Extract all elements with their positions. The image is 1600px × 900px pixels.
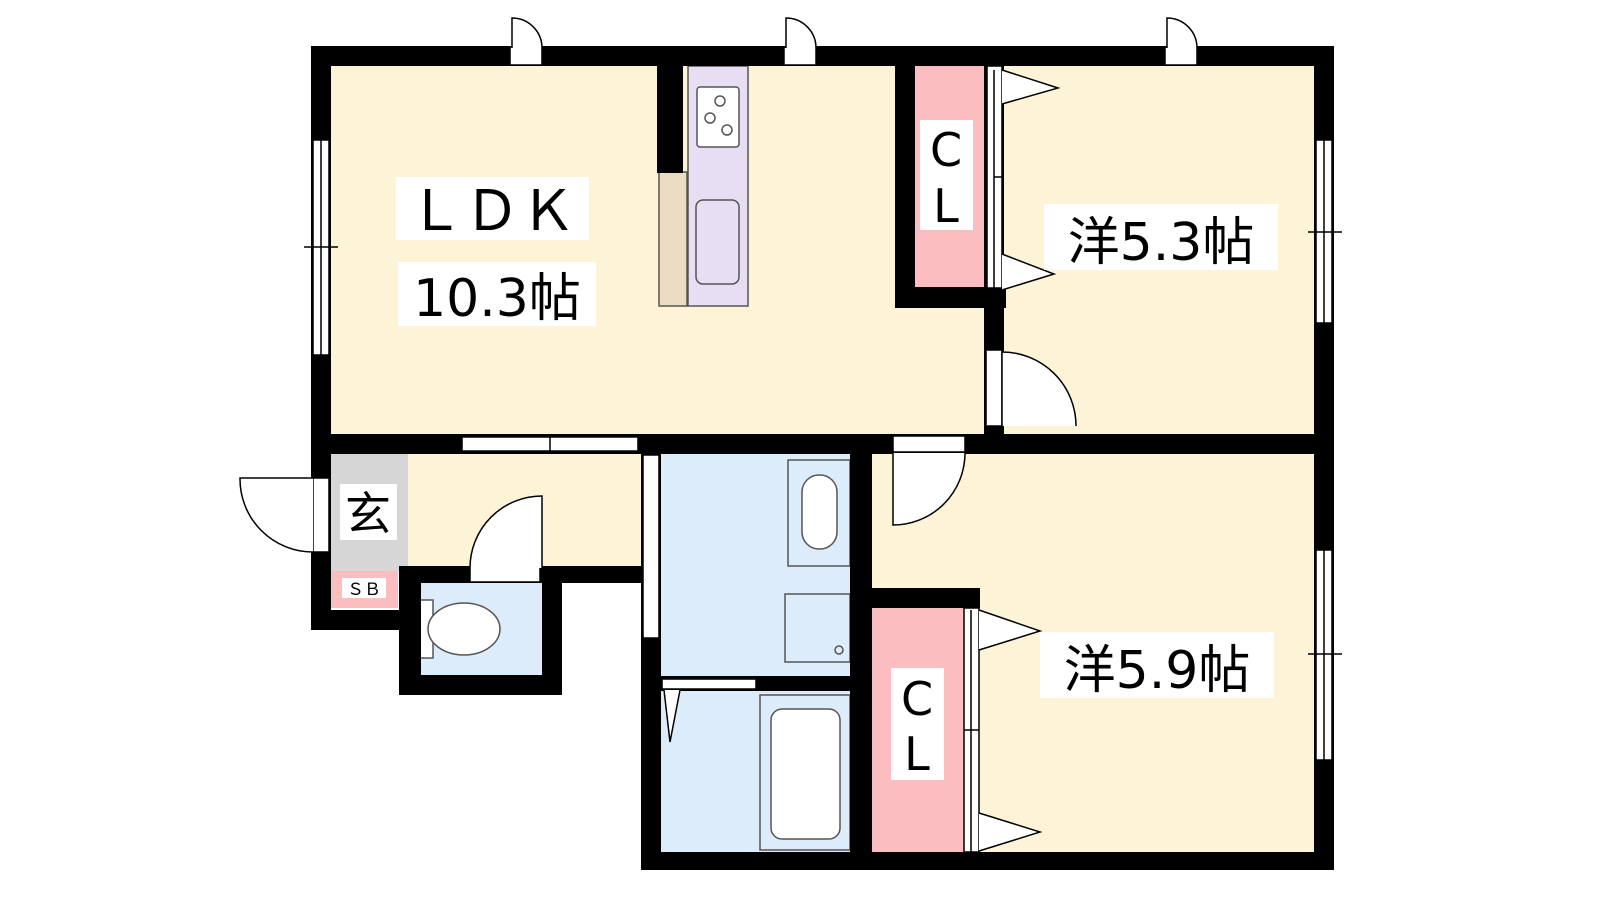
west-room-1-door-opening[interactable]	[985, 349, 1003, 427]
washbasin-icon	[787, 459, 851, 567]
washing-machine-icon	[784, 593, 851, 663]
ldk-size-label-bg	[398, 262, 596, 326]
window-ticks	[304, 70, 1342, 852]
west-room-1-label: 洋5.3帖	[1068, 213, 1255, 273]
door-swings	[239, 17, 1198, 852]
west-room-1-label-bg	[1044, 204, 1278, 270]
closet-2-label-bg	[891, 668, 944, 780]
entrance-door-swing[interactable]	[239, 477, 314, 553]
west-room-1-door-swing[interactable]	[1001, 351, 1077, 427]
vent-arc-2	[785, 17, 817, 49]
top-vent-1	[509, 46, 543, 66]
side-counter	[658, 171, 688, 307]
kitchen-sink-icon	[695, 199, 740, 285]
west-room-2-door-swing[interactable]	[892, 452, 966, 526]
closet-2-label-top: C	[901, 672, 933, 726]
closet-1-leaf-a	[1001, 69, 1061, 105]
ldk-name-label: ＬＤＫ	[408, 179, 576, 244]
top-vent-2	[783, 46, 817, 66]
entrance-label: 玄	[345, 487, 391, 541]
shoebox-label-bg	[342, 578, 386, 598]
entrance-label-bg	[340, 484, 397, 540]
toilet-door-swing[interactable]	[469, 495, 543, 569]
vent-arc-3	[1166, 17, 1198, 49]
washroom-door[interactable]	[642, 454, 660, 639]
openings	[312, 46, 1333, 853]
vent-arc-1	[511, 17, 543, 49]
west-room-2-door-opening[interactable]	[892, 435, 966, 453]
closet-1-leaf-b	[1001, 253, 1057, 291]
closet-2-label-bottom: L	[904, 727, 930, 781]
bath-door-swing	[663, 689, 681, 743]
fixtures	[418, 86, 851, 851]
west-room-2-label-bg	[1040, 632, 1274, 698]
entrance-door-opening[interactable]	[312, 477, 330, 553]
west-room-2-label: 洋5.9帖	[1064, 641, 1251, 701]
closet-1-label-bg	[920, 120, 973, 230]
toilet-icon	[418, 599, 501, 659]
closet-1-label-top: C	[930, 123, 962, 177]
closet-2-leaf-a	[978, 609, 1043, 651]
labels: ＬＤＫ 10.3帖 洋5.3帖 洋5.9帖 C L C L 玄 ＳＢ	[340, 120, 1278, 781]
shoebox-label: ＳＢ	[347, 580, 381, 600]
toilet-door-opening[interactable]	[469, 566, 541, 583]
ldk-label-bg	[396, 177, 589, 240]
top-vent-3	[1164, 46, 1198, 66]
ldk-size-label: 10.3帖	[413, 269, 581, 329]
stove-icon	[696, 86, 740, 148]
closet-1-label-bottom: L	[933, 179, 959, 233]
bathtub-icon	[759, 694, 851, 851]
bath-door[interactable]	[661, 678, 757, 690]
closet-2-leaf-b	[978, 812, 1043, 852]
